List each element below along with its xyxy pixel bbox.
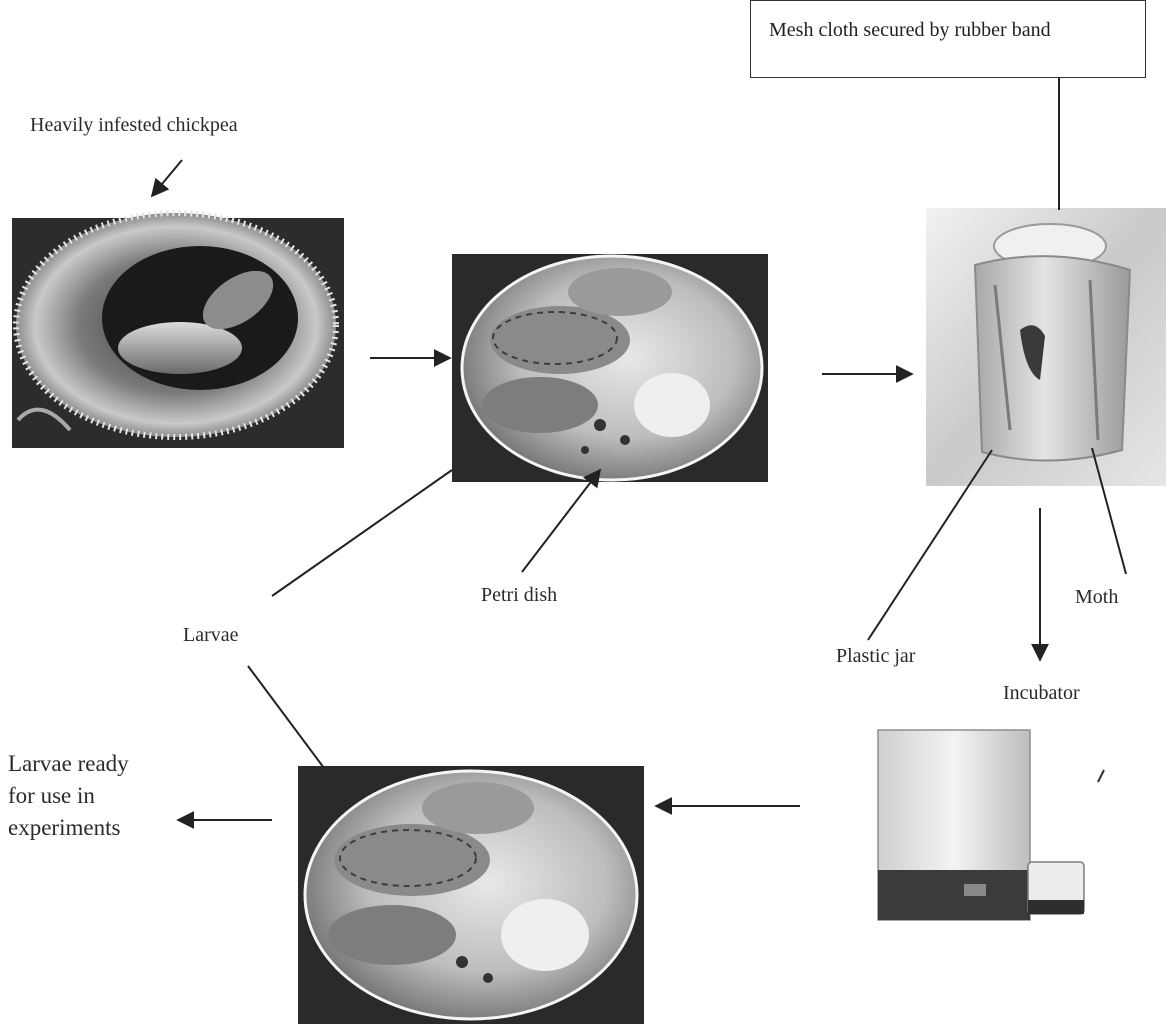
petri-dish-label: Petri dish (481, 582, 557, 608)
plastic-jar-label: Plastic jar (836, 643, 915, 669)
incubator-photo (878, 730, 1104, 920)
petri-dish-photo-bottom (298, 766, 644, 1024)
larvae-ready-line-3: experiments (8, 812, 129, 844)
arrow-to-chickpea (152, 160, 182, 196)
heavily-infested-chickpea-label: Heavily infested chickpea (30, 112, 238, 138)
moth-label: Moth (1075, 584, 1118, 610)
larvae-ready-label: Larvae ready for use in experiments (8, 748, 129, 844)
petri-dish-pointer (522, 470, 600, 572)
chickpea-photo (12, 213, 344, 448)
mesh-cloth-label: Mesh cloth secured by rubber band (769, 19, 1051, 42)
larvae-ready-line-1: Larvae ready (8, 748, 129, 780)
incubator-label: Incubator (1003, 680, 1080, 706)
petri-dish-photo-top (452, 254, 768, 482)
larvae-pointer-down (248, 666, 324, 768)
larvae-label: Larvae (183, 622, 239, 648)
larvae-pointer-up (272, 470, 452, 596)
plastic-jar-photo (926, 208, 1166, 486)
mesh-cloth-box: Mesh cloth secured by rubber band (750, 0, 1146, 78)
larvae-ready-line-2: for use in (8, 780, 129, 812)
